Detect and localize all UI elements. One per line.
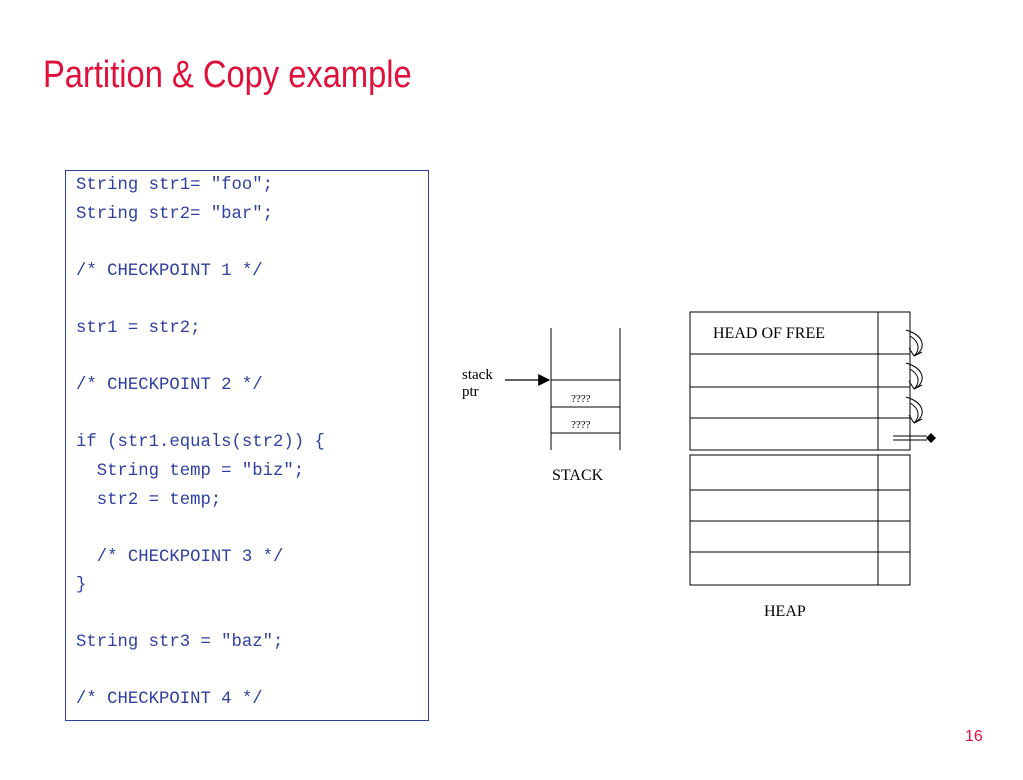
code-line: }	[76, 576, 87, 595]
stack	[550, 328, 621, 450]
code-line: String str2= "bar";	[76, 205, 274, 224]
heap-caption: HEAP	[764, 603, 806, 620]
code-line: String temp = "biz";	[76, 462, 305, 481]
code-line: /* CHECKPOINT 2 */	[76, 376, 263, 395]
slide-title: Partition & Copy example	[43, 54, 412, 96]
code-line: String str1= "foo";	[76, 176, 274, 195]
stack-caption: STACK	[552, 467, 604, 484]
heap-blocks	[689, 454, 911, 586]
stack-pointer-label: ptr	[462, 384, 479, 400]
free-list-pointer-icon	[905, 396, 923, 424]
stack-cell: ????	[571, 393, 591, 405]
null-pointer-icon	[893, 433, 936, 443]
code-listing: String str1= "foo"; String str2= "bar"; …	[65, 170, 429, 721]
stack-pointer-label: stack	[462, 367, 493, 383]
stack-cell: ????	[571, 419, 591, 431]
code-line: str1 = str2;	[76, 319, 201, 338]
code-line: str2 = temp;	[76, 491, 222, 510]
free-list-pointer-icon	[905, 329, 923, 357]
code-line: String str3 = "baz";	[76, 633, 284, 652]
free-list-pointer-icon	[905, 362, 923, 390]
code-line: /* CHECKPOINT 3 */	[76, 548, 284, 567]
code-line: /* CHECKPOINT 1 */	[76, 262, 263, 281]
page-number: 16	[965, 728, 983, 745]
code-line: /* CHECKPOINT 4 */	[76, 690, 263, 709]
code-line: if (str1.equals(str2)) {	[76, 433, 325, 452]
heap-free-list	[689, 311, 911, 451]
heap-head-label: HEAD OF FREE	[713, 325, 826, 342]
